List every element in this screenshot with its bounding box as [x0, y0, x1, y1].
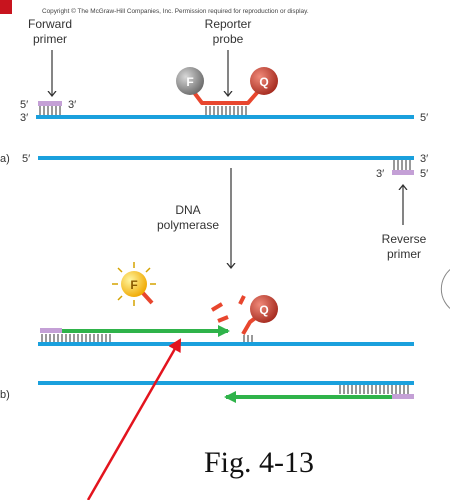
quencher-top: [250, 67, 278, 95]
quencher-label-top: Q: [259, 75, 268, 89]
reverse-primer-5prime: 5′: [420, 168, 428, 180]
reverse-primer: [392, 170, 414, 175]
panel-b-label: b): [0, 389, 10, 401]
red-pointer-arrow: [86, 338, 182, 500]
figure-caption: Fig. 4-13: [204, 446, 314, 479]
forward-primer-base-ticks: [39, 106, 61, 116]
reverse-primer-label-2: primer: [387, 247, 421, 261]
quencher-bottom: [250, 295, 278, 323]
reporter-probe: [188, 85, 264, 116]
released-fluorophore-rays: [112, 262, 156, 306]
dna-polymerase-label-1: DNA: [175, 203, 200, 217]
released-fluorophore: [121, 271, 147, 297]
top-strand-3prime: 3′: [20, 112, 28, 124]
reverse-primer-label-1: Reverse: [382, 232, 427, 246]
forward-primer-label-2: primer: [33, 32, 67, 46]
forward-primer-label-1: Forward: [28, 17, 72, 31]
top-primer-3prime: 3′: [68, 99, 76, 111]
reverse-strand-base-ticks: [339, 385, 409, 394]
panel-a-3prime-end: 3′: [420, 153, 428, 165]
dna-polymerase-label-2: polymerase: [157, 218, 219, 232]
quencher-remnant-base-ticks: [243, 335, 253, 343]
fluorophore-grey: [176, 67, 204, 95]
copyright-notice: Copyright © The McGraw-Hill Companies, I…: [42, 7, 309, 15]
reverse-primer-b: [392, 394, 414, 399]
reverse-primer-base-ticks: [393, 160, 411, 170]
released-fluorophore-tail: [140, 290, 154, 305]
top-primer-5prime: 5′: [20, 99, 28, 111]
cleaved-probe-fragment-3: [238, 295, 246, 305]
panel-a-label: a): [0, 153, 10, 165]
top-strand-5prime: 5′: [420, 112, 428, 124]
released-fluorophore-label: F: [130, 278, 137, 292]
reverse-primer-3prime: 3′: [376, 168, 384, 180]
fluorophore-label: F: [186, 75, 193, 89]
forward-primer: [38, 101, 62, 106]
quencher-label-bottom: Q: [259, 303, 268, 317]
cleaved-probe-fragment-2: [217, 315, 229, 323]
partial-circle-right-edge: [440, 269, 450, 309]
reporter-probe-label-2: probe: [213, 32, 244, 46]
forward-primer-b: [40, 328, 62, 333]
panel-a-5prime: 5′: [22, 153, 30, 165]
cropped-title-fragment: [0, 0, 12, 14]
cleaved-probe-fragment-1: [210, 302, 224, 312]
reporter-probe-label-1: Reporter: [205, 17, 252, 31]
forward-strand-base-ticks: [41, 334, 111, 343]
